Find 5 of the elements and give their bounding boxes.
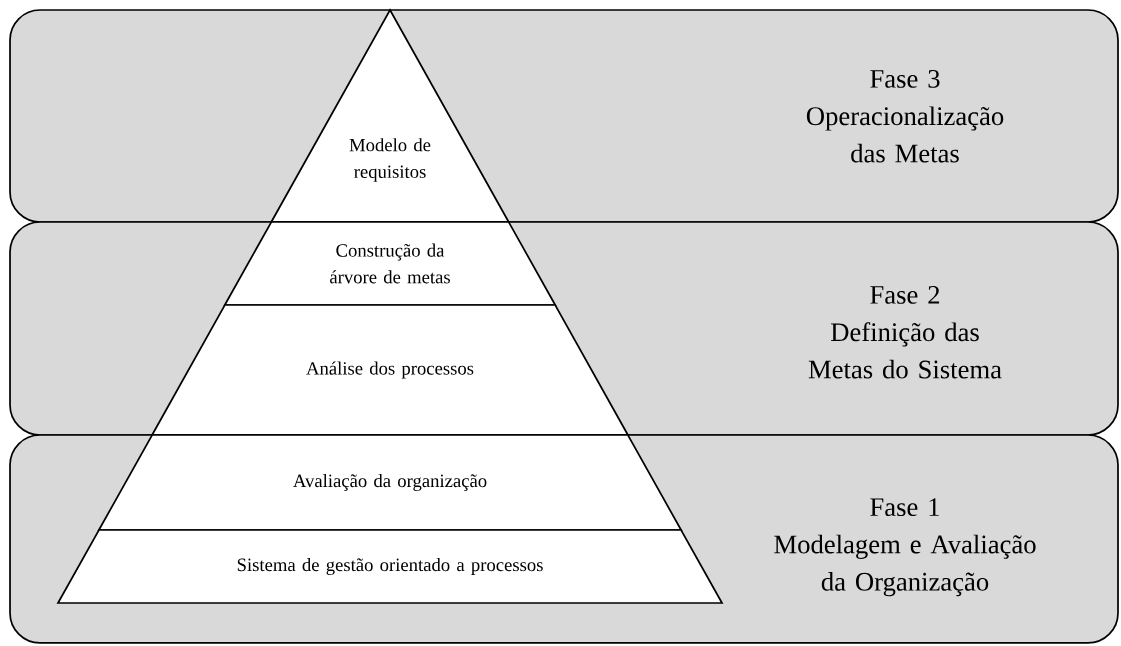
node-label: Fase 3 [870, 69, 940, 88]
node-label: Definição das Metas do Sistema [808, 322, 1002, 379]
node-label: Fase 2 [870, 285, 940, 304]
pyramid-level: Construção da árvore de metas [223, 221, 557, 306]
node-label: Operacionalização das Metas [806, 106, 1004, 163]
